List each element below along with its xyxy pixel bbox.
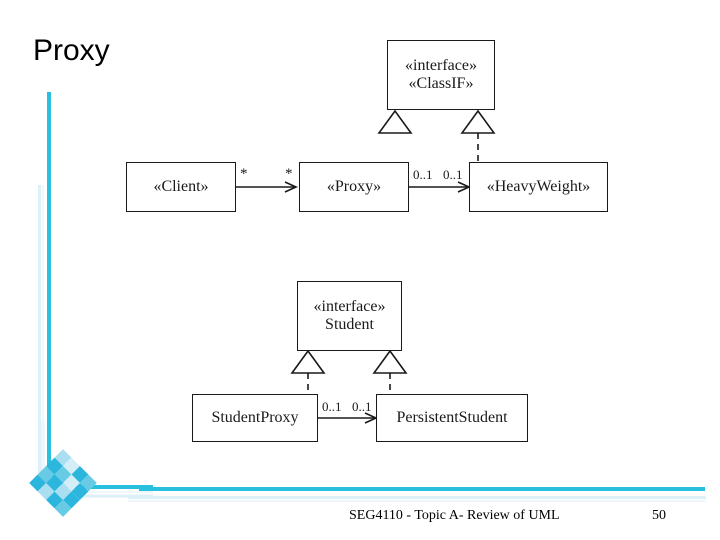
client-name: «Client» [153,178,209,196]
uml-class-persistent-student: PersistentStudent [376,394,528,442]
multiplicity-client-end: * [240,166,248,182]
decorative-horizontal-line-faint2 [128,500,706,502]
uml-class-proxy: «Proxy» [299,162,409,212]
persistent-student-name: PersistentStudent [396,409,508,427]
uml-class-student-proxy: StudentProxy [192,394,318,442]
multiplicity-proxy-end: * [285,166,293,182]
classif-stereotype: «interface» [405,57,477,75]
footer-page-number: 50 [652,508,666,523]
heavyweight-name: «HeavyWeight» [486,178,591,196]
multiplicity-student-proxy-end: 0..1 [322,399,342,414]
decorative-diamond-logo [28,448,98,518]
student-proxy-name: StudentProxy [211,409,299,427]
decorative-horizontal-line-faint [128,496,706,499]
decorative-vertical-line-faint2 [42,185,44,475]
uml-class-client: «Client» [126,162,236,212]
multiplicity-persistent-student-end: 0..1 [352,399,372,414]
multiplicity-proxy-to-heavy-left: 0..1 [413,167,433,182]
multiplicity-proxy-to-heavy-right: 0..1 [443,167,463,182]
decorative-horizontal-line [139,487,705,491]
uml-class-classif: «interface» «ClassIF» [387,40,495,110]
student-name: Student [325,316,374,333]
decorative-vertical-line [47,92,51,470]
classif-name: «ClassIF» [408,75,474,92]
student-stereotype: «interface» [313,298,386,316]
proxy-name: «Proxy» [326,178,382,196]
uml-class-heavyweight: «HeavyWeight» [469,162,608,212]
uml-class-student-interface: «interface» Student [297,281,402,351]
page-title: Proxy [33,34,110,67]
footer-course-label: SEG4110 - Topic A- Review of UML [349,508,560,523]
decorative-vertical-line-faint [38,185,41,475]
